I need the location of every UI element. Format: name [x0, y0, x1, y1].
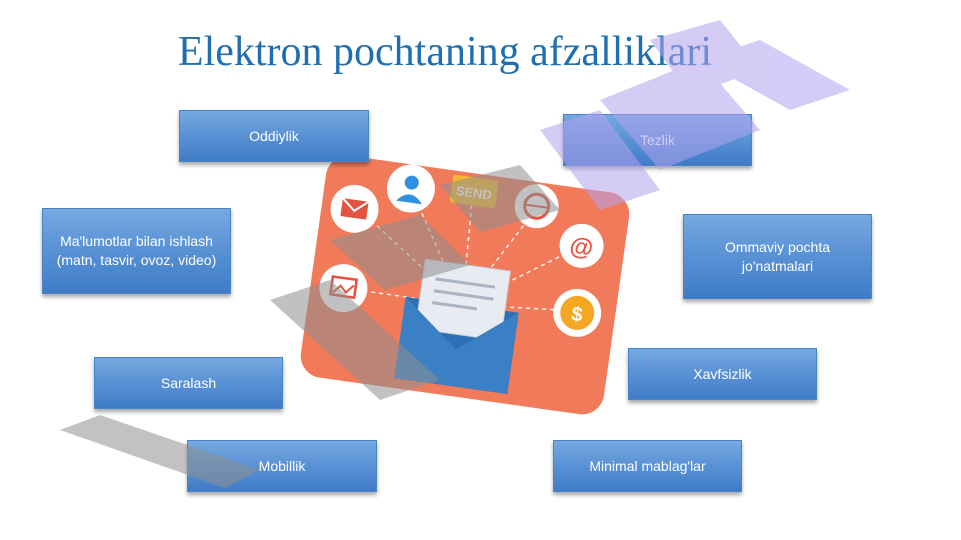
dollar-symbol: $ — [570, 303, 584, 326]
advantage-box-xavfsizlik: Xavfsizlik — [628, 348, 817, 400]
user-icon — [386, 164, 435, 213]
box-label: Tezlik — [639, 131, 675, 148]
advantage-box-ommaviy: Ommaviy pochta jo'natmalari — [683, 214, 872, 299]
at-symbol: @ — [568, 232, 595, 262]
box-label: Minimal mablag'lar — [589, 457, 706, 474]
box-label: Ma'lumotlar bilan ishlash (matn, tasvir,… — [56, 233, 217, 268]
slide-title: Elektron pochtaning afzalliklari — [177, 29, 713, 75]
advantage-box-minimal: Minimal mablag'lar — [553, 440, 742, 492]
advantage-box-tezlik: Tezlik — [563, 114, 752, 166]
box-label: Oddiylik — [249, 127, 299, 144]
dollar-icon: $ — [553, 288, 602, 337]
advantage-box-mobillik: Mobillik — [187, 440, 377, 492]
advantage-box-saralash: Saralash — [94, 357, 283, 409]
box-label: Ommaviy pochta jo'natmalari — [724, 238, 831, 274]
at-icon: @ — [559, 223, 604, 268]
advantage-box-oddiylik: Oddiylik — [179, 110, 369, 162]
box-label: Saralash — [160, 374, 217, 391]
advantage-box-malumotlar: Ma'lumotlar bilan ishlash (matn, tasvir,… — [42, 208, 231, 294]
email-illustration: SEND @ $ — [300, 155, 630, 415]
box-label: Xavfsizlik — [693, 365, 752, 382]
box-label: Mobillik — [258, 457, 306, 474]
